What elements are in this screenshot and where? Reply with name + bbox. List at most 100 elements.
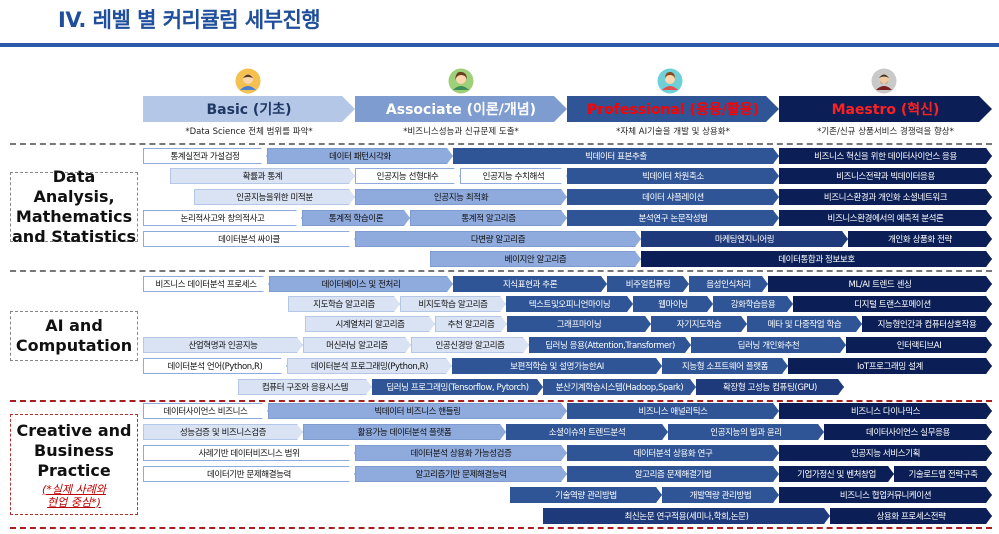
course-bar: 데이터베이스 및 전처리	[269, 276, 453, 292]
course-bar: 분석연구 논문작성법	[567, 210, 779, 226]
course-bar: 디지털 트랜스포메이션	[793, 296, 992, 312]
level-associate-label: Associate (이론/개념)	[385, 102, 537, 118]
course-bar: 딥러닝 응용(Attention,Transformer)	[529, 337, 691, 353]
course-bar: 그래프마이닝	[507, 316, 651, 332]
category-name: Data Analysis, Mathematics and Statistic…	[12, 167, 136, 246]
course-bar: 비즈니스 데이터분석 프로세스	[143, 276, 269, 292]
course-bar: 데이터분석 프로그래밍(Python,R)	[287, 358, 452, 374]
course-bar: 기술역량 관리방법	[510, 487, 662, 503]
course-bar: 인공지능 최적화	[355, 189, 567, 205]
course-bar: 비주얼컴퓨팅	[607, 276, 689, 292]
course-bar: 데이터기반 문제해결능력	[143, 466, 355, 482]
section-divider	[10, 143, 992, 145]
course-bar: 알고리즘기반 문제해결능력	[355, 466, 567, 482]
category-name: Creative and Business Practice	[16, 420, 132, 480]
course-bar: 인공신경망 알고리즘	[411, 337, 529, 353]
course-bar: 추천 알고리즘	[435, 316, 507, 332]
course-bar: 인공지능 선형대수	[355, 168, 460, 184]
section-divider	[10, 270, 992, 272]
course-bar: 비즈니스환경과 개인화 소셜네트워크	[779, 189, 992, 205]
course-bar: 인공지능 서비스기획	[779, 445, 992, 461]
course-bar: 산업혁명과 인공지능	[143, 337, 303, 353]
course-bar: 인공지능 수치해석	[460, 168, 567, 184]
course-bar: 분산기계학습시스템(Hadoop,Spark)	[543, 379, 696, 395]
course-bar: 머신러닝 알고리즘	[303, 337, 411, 353]
course-bar: 데이터 샤플레이션	[567, 189, 779, 205]
course-bar: 비즈니스 협업커뮤니케이션	[779, 487, 992, 503]
category-name: AI and Computation	[15, 316, 133, 355]
course-bar: 텍스트및오피니언마이닝	[506, 296, 633, 312]
course-bar: ML/AI 트렌드 센싱	[768, 276, 992, 292]
course-bar: 비지도학습 알고리즘	[400, 296, 506, 312]
user-icon-maestro	[871, 68, 897, 94]
course-bar: 지도학습 알고리즘	[288, 296, 400, 312]
course-bar: 기업가정신 및 벤처창업	[779, 466, 894, 482]
level-associate-desc: *비즈니스성능과 신규문제 도출*	[403, 127, 519, 137]
level-professional-label: Professional (응용/활용)	[587, 102, 759, 118]
course-bar: 최신논문 연구적용(세미나,학회,논문)	[543, 508, 830, 524]
page-title: IV. 레벨 별 커리큘럼 세부진행	[58, 8, 321, 32]
course-bar: 웹마이닝	[633, 296, 713, 312]
course-bar: 비즈니스환경에서의 예측적 분석론	[779, 210, 992, 226]
user-icon-associate	[448, 68, 474, 94]
section-divider	[10, 400, 992, 402]
course-bar: 인공지능을위한 미적분	[194, 189, 355, 205]
course-bar: 데이터분석 언어(Python,R)	[143, 358, 287, 374]
category-note: (*실제 사례와 현업 중심*)	[42, 482, 106, 509]
user-icon-basic	[235, 68, 261, 94]
course-bar: 데이터사이언스 비즈니스	[143, 403, 268, 419]
course-bar: 상용화 프로세스전략	[830, 508, 992, 524]
course-bar: 데이터사이언스 실무응용	[824, 424, 992, 440]
course-bar: IoT프로그래밍 설계	[788, 358, 992, 374]
course-bar: 인공지능의 법과 윤리	[668, 424, 824, 440]
course-bar: 개인화 상품화 전략	[848, 231, 992, 247]
course-bar: 딥러닝 프로그래밍(Tensorflow, Pytorch)	[372, 379, 543, 395]
section-divider	[10, 527, 992, 529]
course-bar: 통계적 학습이론	[302, 210, 410, 226]
course-bar: 빅데이터 차원축소	[567, 168, 779, 184]
level-maestro-label: Maestro (혁신)	[831, 102, 940, 118]
course-bar: 기술로드맵 전략구축	[894, 466, 992, 482]
course-bar: 마케팅엔지니어링	[641, 231, 848, 247]
course-bar: 확률과 통계	[170, 168, 355, 184]
course-bar: 강화학습응용	[713, 296, 793, 312]
course-bar: 성능검증 및 비즈니스검증	[143, 424, 303, 440]
level-maestro-desc: *기존/신규 상품서비스 경쟁력을 향상*	[817, 127, 954, 137]
title-divider	[0, 43, 999, 47]
course-bar: 음성인식처리	[689, 276, 768, 292]
course-bar: 베이지안 알고리즘	[430, 251, 641, 267]
course-bar: 데이터분석 상용화 연구	[567, 445, 779, 461]
course-bar: 빅데이터 표본추출	[453, 148, 779, 164]
course-bar: 시계열처리 알고리즘	[305, 316, 435, 332]
level-basic: Basic (기초)	[143, 96, 355, 122]
course-bar: 활용가능 데이터분석 플랫폼	[303, 424, 506, 440]
course-bar: 메타 및 다중작업 학습	[747, 316, 862, 332]
course-bar: 논리적사고와 창의적사고	[143, 210, 302, 226]
course-bar: 통계실전과 가설검정	[143, 148, 267, 164]
course-bar: 비즈니스 혁신을 위한 데이터사이언스 응용	[779, 148, 992, 164]
level-basic-desc: *Data Science 전체 범위를 파악*	[185, 127, 313, 137]
level-basic-label: Basic (기초)	[206, 102, 292, 118]
course-bar: 지식표현과 추론	[453, 276, 607, 292]
course-bar: 지능형인간과 컴퓨터상호작용	[862, 316, 992, 332]
course-bar: 사례기반 데이터비즈니스 범위	[143, 445, 355, 461]
level-maestro: Maestro (혁신)	[779, 96, 992, 122]
level-associate: Associate (이론/개념)	[355, 96, 567, 122]
course-bar: 데이터통합과 정보보호	[641, 251, 992, 267]
course-bar: 빅데이터 비즈니스 핸들링	[268, 403, 567, 419]
category-data-analysis: Data Analysis, Mathematics and Statistic…	[10, 167, 138, 246]
course-bar: 자기지도학습	[651, 316, 747, 332]
course-bar: 소셜이슈와 트렌드분석	[506, 424, 668, 440]
course-bar: 확장형 고성능 컴퓨팅(GPU)	[696, 379, 844, 395]
course-bar: 통계적 알고리즘	[410, 210, 567, 226]
level-professional: Professional (응용/활용)	[567, 96, 779, 122]
course-bar: 비즈니스 애널리틱스	[567, 403, 779, 419]
course-bar: 데이터분석 상용화 가능성검증	[355, 445, 567, 461]
course-bar: 지능형 소프트웨어 플랫폼	[662, 358, 788, 374]
level-professional-desc: *자체 AI기술을 개발 및 상용화*	[616, 127, 730, 137]
course-bar: 비즈니스 다이나믹스	[779, 403, 992, 419]
course-bar: 딥러닝 개인화추천	[691, 337, 846, 353]
course-bar: 개발역량 관리방법	[662, 487, 779, 503]
course-bar: 비즈니스전략과 빅데이터응용	[779, 168, 992, 184]
course-bar: 보편적학습 및 설명가능한AI	[452, 358, 662, 374]
